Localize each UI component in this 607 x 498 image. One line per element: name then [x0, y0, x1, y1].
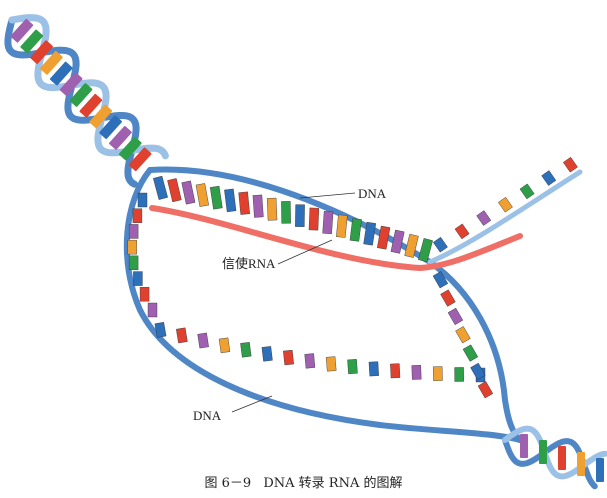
dna-top-pointer — [299, 192, 356, 199]
nucleotide-icon — [390, 229, 405, 254]
base-pair-icon — [577, 452, 585, 476]
nucleotide-icon — [304, 353, 316, 369]
nucleotide-icon — [154, 322, 167, 338]
nucleotide-icon — [454, 223, 470, 240]
base-pair-icon — [69, 83, 93, 107]
nucleotide-icon — [477, 381, 494, 399]
base-pair-icon — [40, 51, 63, 75]
nucleotide-icon — [137, 192, 148, 208]
nucleotide-icon — [347, 359, 358, 375]
mrna-pointer — [277, 239, 333, 265]
nucleotide-icon — [368, 361, 379, 377]
nucleotide-icon — [266, 197, 278, 221]
transcription-bubble — [123, 166, 583, 443]
nucleotide-icon — [283, 349, 294, 366]
nucleotide-icon — [498, 196, 513, 213]
nucleotide-icon — [411, 365, 422, 380]
nucleotide-icon — [127, 239, 137, 255]
nucleotide-icon — [433, 236, 448, 253]
nucleotide-icon — [133, 271, 143, 286]
nucleotide-icon — [418, 238, 433, 263]
nucleotide-icon — [462, 344, 479, 362]
base-pair-icon — [89, 104, 113, 129]
base-pair-icon — [539, 440, 547, 464]
nucleotide-icon — [209, 185, 223, 210]
dna-strand-right — [427, 169, 583, 265]
nucleotide-icon — [139, 287, 150, 302]
nucleotide-icon — [325, 356, 337, 372]
nucleotide-icon — [176, 327, 188, 344]
nucleotide-icon — [322, 211, 334, 235]
base-pair-icon — [118, 136, 142, 161]
nucleotide-icon — [541, 170, 557, 186]
nucleotide-icon — [390, 363, 401, 379]
figure-caption: 图 6－9 DNA 转录 RNA 的图解 — [0, 472, 607, 491]
nucleotide-icon — [195, 183, 209, 207]
base-pair-icon — [79, 93, 103, 118]
dna-bottom-label: DNA — [193, 408, 222, 423]
base-pair-icon — [558, 446, 566, 470]
base-pair-icon — [20, 29, 44, 54]
base-pair-icon — [59, 72, 83, 97]
nucleotide-icon — [240, 342, 252, 358]
base-pair-icon — [10, 18, 34, 43]
mrna-strand — [149, 205, 523, 272]
dna-top-label: DNA — [358, 186, 387, 201]
nucleotide-icon — [432, 271, 449, 289]
nucleotide-icon — [476, 210, 492, 226]
nucleotide-icon — [238, 191, 250, 215]
nucleotide-icon — [128, 224, 139, 239]
nucleotide-icon — [197, 332, 209, 349]
mrna-label: 信使RNA — [222, 256, 276, 271]
nucleotide-icon — [563, 156, 578, 173]
nucleotide-icon — [377, 225, 391, 250]
rna-backbone — [149, 205, 523, 272]
nucleotide-icon — [224, 188, 237, 213]
nucleotide-icon — [336, 214, 348, 238]
dna-template-strand — [123, 167, 523, 443]
nucleotide-icon — [454, 367, 464, 382]
nucleotide-icon — [167, 178, 182, 203]
nucleotide-icon — [147, 302, 158, 318]
nucleotide-icon — [153, 175, 168, 200]
nucleotide-icon — [181, 180, 196, 205]
nucleotide-icon — [432, 366, 443, 381]
dna-double-helix-bottom — [502, 425, 607, 490]
nucleotide-icon — [470, 362, 486, 381]
nucleotide-icon — [440, 289, 456, 307]
dna-bottom-pointer — [231, 395, 273, 413]
nucleotide-icon — [252, 194, 264, 218]
base-pair-icon — [596, 458, 604, 482]
nucleotide-bases — [127, 156, 578, 399]
nucleotide-icon — [261, 346, 273, 362]
nucleotide-icon — [519, 183, 535, 200]
dna-coding-strand — [147, 166, 523, 443]
base-pair-icon — [109, 126, 132, 150]
dna-double-helix-top — [4, 14, 169, 188]
nucleotide-icon — [349, 218, 362, 242]
figure-number: 图 6－9 — [204, 476, 252, 491]
base-pair-icon — [520, 434, 528, 458]
nucleotide-icon — [455, 326, 471, 344]
nucleotide-icon — [128, 255, 139, 271]
base-pair-icon — [49, 61, 73, 86]
nucleotide-icon — [132, 208, 143, 223]
figure-title: DNA 转录 RNA 的图解 — [263, 476, 403, 491]
base-pair-icon — [99, 115, 122, 139]
nucleotide-icon — [308, 207, 320, 231]
nucleotide-icon — [447, 307, 464, 326]
nucleotide-icon — [404, 233, 419, 258]
nucleotide-icon — [363, 221, 377, 246]
base-pair-icon — [30, 40, 53, 64]
base-pair-icon — [128, 147, 152, 172]
dna-backbone-strand — [8, 14, 169, 160]
nucleotide-icon — [295, 204, 305, 227]
nucleotide-icon — [281, 201, 291, 224]
nucleotide-icon — [218, 337, 231, 354]
